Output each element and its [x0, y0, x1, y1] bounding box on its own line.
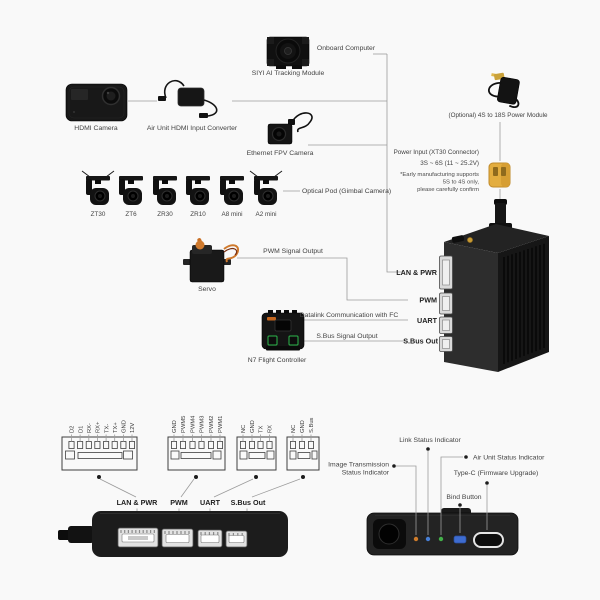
pin-label-12v: 12V: [130, 423, 136, 433]
vent-slats: [503, 243, 545, 364]
n7-fc-label: N7 Flight Controller: [248, 357, 307, 364]
pin-label-rx-plus: RX+: [96, 421, 102, 433]
air-unit-image: [439, 199, 549, 372]
pin-label-rx: RX: [268, 425, 274, 433]
ethernet-fpv-camera-image: [267, 112, 313, 145]
air-unit-port-lan-pwr: [439, 255, 453, 290]
onboard-computer-label: Onboard Computer: [317, 45, 376, 52]
gimbal-zr30-label: ZR30: [157, 211, 173, 218]
power-module-label: (Optional) 4S to 18S Power Module: [448, 112, 548, 119]
pin-label-pwm3: PWM3: [200, 416, 206, 433]
gimbal-images: [81, 170, 283, 206]
power-input-range: 3S ~ 6S (11 ~ 25.2V): [420, 160, 479, 167]
gimbal-zr10-label: ZR10: [190, 211, 206, 218]
connection-lines: [128, 53, 501, 342]
link-status-led: [425, 536, 431, 542]
air-unit-port-label-uart: UART: [417, 316, 438, 325]
image-transmission-led: [413, 536, 419, 542]
pin-label-tx: TX: [259, 425, 265, 433]
bind-button[interactable]: [453, 535, 467, 544]
pin-label-tx-minus: TX-: [104, 424, 110, 433]
datalink-label: Datalink Communication with FC: [300, 312, 399, 319]
pin-label-d1: D1: [78, 426, 84, 433]
power-note-1: *Early manufacturing supports: [400, 172, 479, 178]
bottom-port-pwm: [161, 528, 194, 548]
pinout-uart-pins: [239, 434, 273, 449]
gimbal-a2-mini-label: A2 mini: [256, 211, 277, 218]
bottom-port-sbus: [225, 530, 248, 548]
image-transmission-label-line2: Status Indicator: [342, 470, 390, 477]
pwm-line: [237, 257, 408, 301]
bus-line: [386, 54, 402, 273]
n7-flight-controller-image: [261, 310, 305, 351]
hdmi-converter-label: Air Unit HDMI Input Converter: [147, 125, 238, 132]
pin-label-gnd-1: GND: [122, 420, 128, 433]
power-note-3: please carefully confirm: [417, 187, 479, 193]
gimbal-a8-mini-label: A8 mini: [222, 211, 243, 218]
bottom-port-uart: [197, 529, 223, 548]
bottom-port-label-pwm: PWM: [170, 498, 188, 507]
pin-label-gnd-2: GND: [172, 420, 178, 433]
air-unit-port-label-sbus: S.Bus Out: [403, 337, 438, 346]
front-view-leaders: [392, 447, 489, 535]
pin-label-pwm2: PWM2: [209, 416, 215, 433]
pwm-output-label: PWM Signal Output: [263, 248, 323, 255]
pinout-lan-pwr-pins: [68, 434, 135, 449]
pin-label-nc-1: NC: [241, 425, 247, 433]
optical-pod-label: Optical Pod (Gimbal Camera): [302, 188, 391, 195]
pinout-sbus: NC GND S.Bus: [286, 417, 320, 471]
pinout-uart: NC GND TX RX: [236, 420, 277, 471]
pinout-pwm: GND PWM5 PWM4 PWM3 PWM2 PWM1: [167, 415, 226, 471]
ai-tracking-module-label: SIYI AI Tracking Module: [252, 70, 325, 77]
gimbal-zt30-label: ZT30: [91, 211, 106, 218]
air-unit-port-label-lan-pwr: LAN & PWR: [396, 268, 438, 277]
pin-label-gnd-4: GND: [300, 420, 306, 433]
servo-image: [183, 238, 240, 283]
ethernet-camera-label: Ethernet FPV Camera: [247, 150, 314, 157]
pin-label-pwm5: PWM5: [181, 416, 187, 433]
bottom-port-lan-pwr: [117, 527, 159, 548]
image-transmission-label-line1: Image Transmission: [328, 462, 389, 469]
servo-label: Servo: [198, 286, 216, 293]
bottom-port-label-sbus: S.Bus Out: [231, 498, 266, 507]
power-input-title: Power Input (XT30 Connector): [394, 149, 479, 156]
antenna-stub: [495, 203, 506, 227]
pin-label-nc-2: NC: [291, 425, 297, 433]
type-c-label: Type-C (Firmware Upgrade): [454, 470, 539, 477]
hdmi-converter-image: [158, 80, 218, 118]
siyi-logo: [267, 317, 276, 321]
sbus-output-label: S.Bus Signal Output: [316, 333, 377, 340]
pinout-sbus-pins: [289, 434, 314, 449]
air-unit-bottom-view: [58, 511, 288, 557]
pin-label-sbus: S.Bus: [309, 417, 315, 433]
air-unit-front-view: [366, 508, 519, 556]
pin-label-d2: D2: [70, 426, 76, 433]
air-unit-port-pwm: [439, 292, 453, 315]
bottom-port-label-lan-pwr: LAN & PWR: [117, 498, 159, 507]
power-note-2: 5S to 4S only,: [443, 180, 480, 186]
pin-label-tx-plus: TX+: [113, 422, 119, 433]
bind-button-label: Bind Button: [446, 494, 481, 501]
pin-label-gnd-3: GND: [250, 420, 256, 433]
type-c-port[interactable]: [473, 532, 504, 548]
pin-label-pwm4: PWM4: [191, 415, 197, 433]
pinout-pwm-pins: [170, 434, 223, 449]
air-unit-status-led: [438, 536, 444, 542]
air-unit-port-label-pwm: PWM: [419, 296, 437, 305]
ai-tracking-module-image: [266, 36, 310, 69]
xt30-connector-image: [488, 162, 511, 188]
pinout-lan-pwr: D2 D1 RX- RX+ TX- TX+ GND 12V: [61, 420, 138, 471]
hdmi-camera-image: [65, 83, 128, 122]
air-unit-port-uart: [439, 316, 453, 334]
power-module-image: [488, 72, 520, 108]
pin-label-pwm1: PWM1: [218, 416, 224, 433]
air-unit-status-label: Air Unit Status Indicator: [473, 455, 545, 462]
hdmi-camera-label: HDMI Camera: [74, 125, 118, 132]
link-status-label: Link Status Indicator: [399, 437, 461, 444]
bottom-port-label-uart: UART: [200, 498, 221, 507]
air-unit-port-sbus: [439, 336, 453, 352]
pin-label-rx-minus: RX-: [87, 423, 93, 433]
gimbal-zt6-label: ZT6: [125, 211, 137, 218]
